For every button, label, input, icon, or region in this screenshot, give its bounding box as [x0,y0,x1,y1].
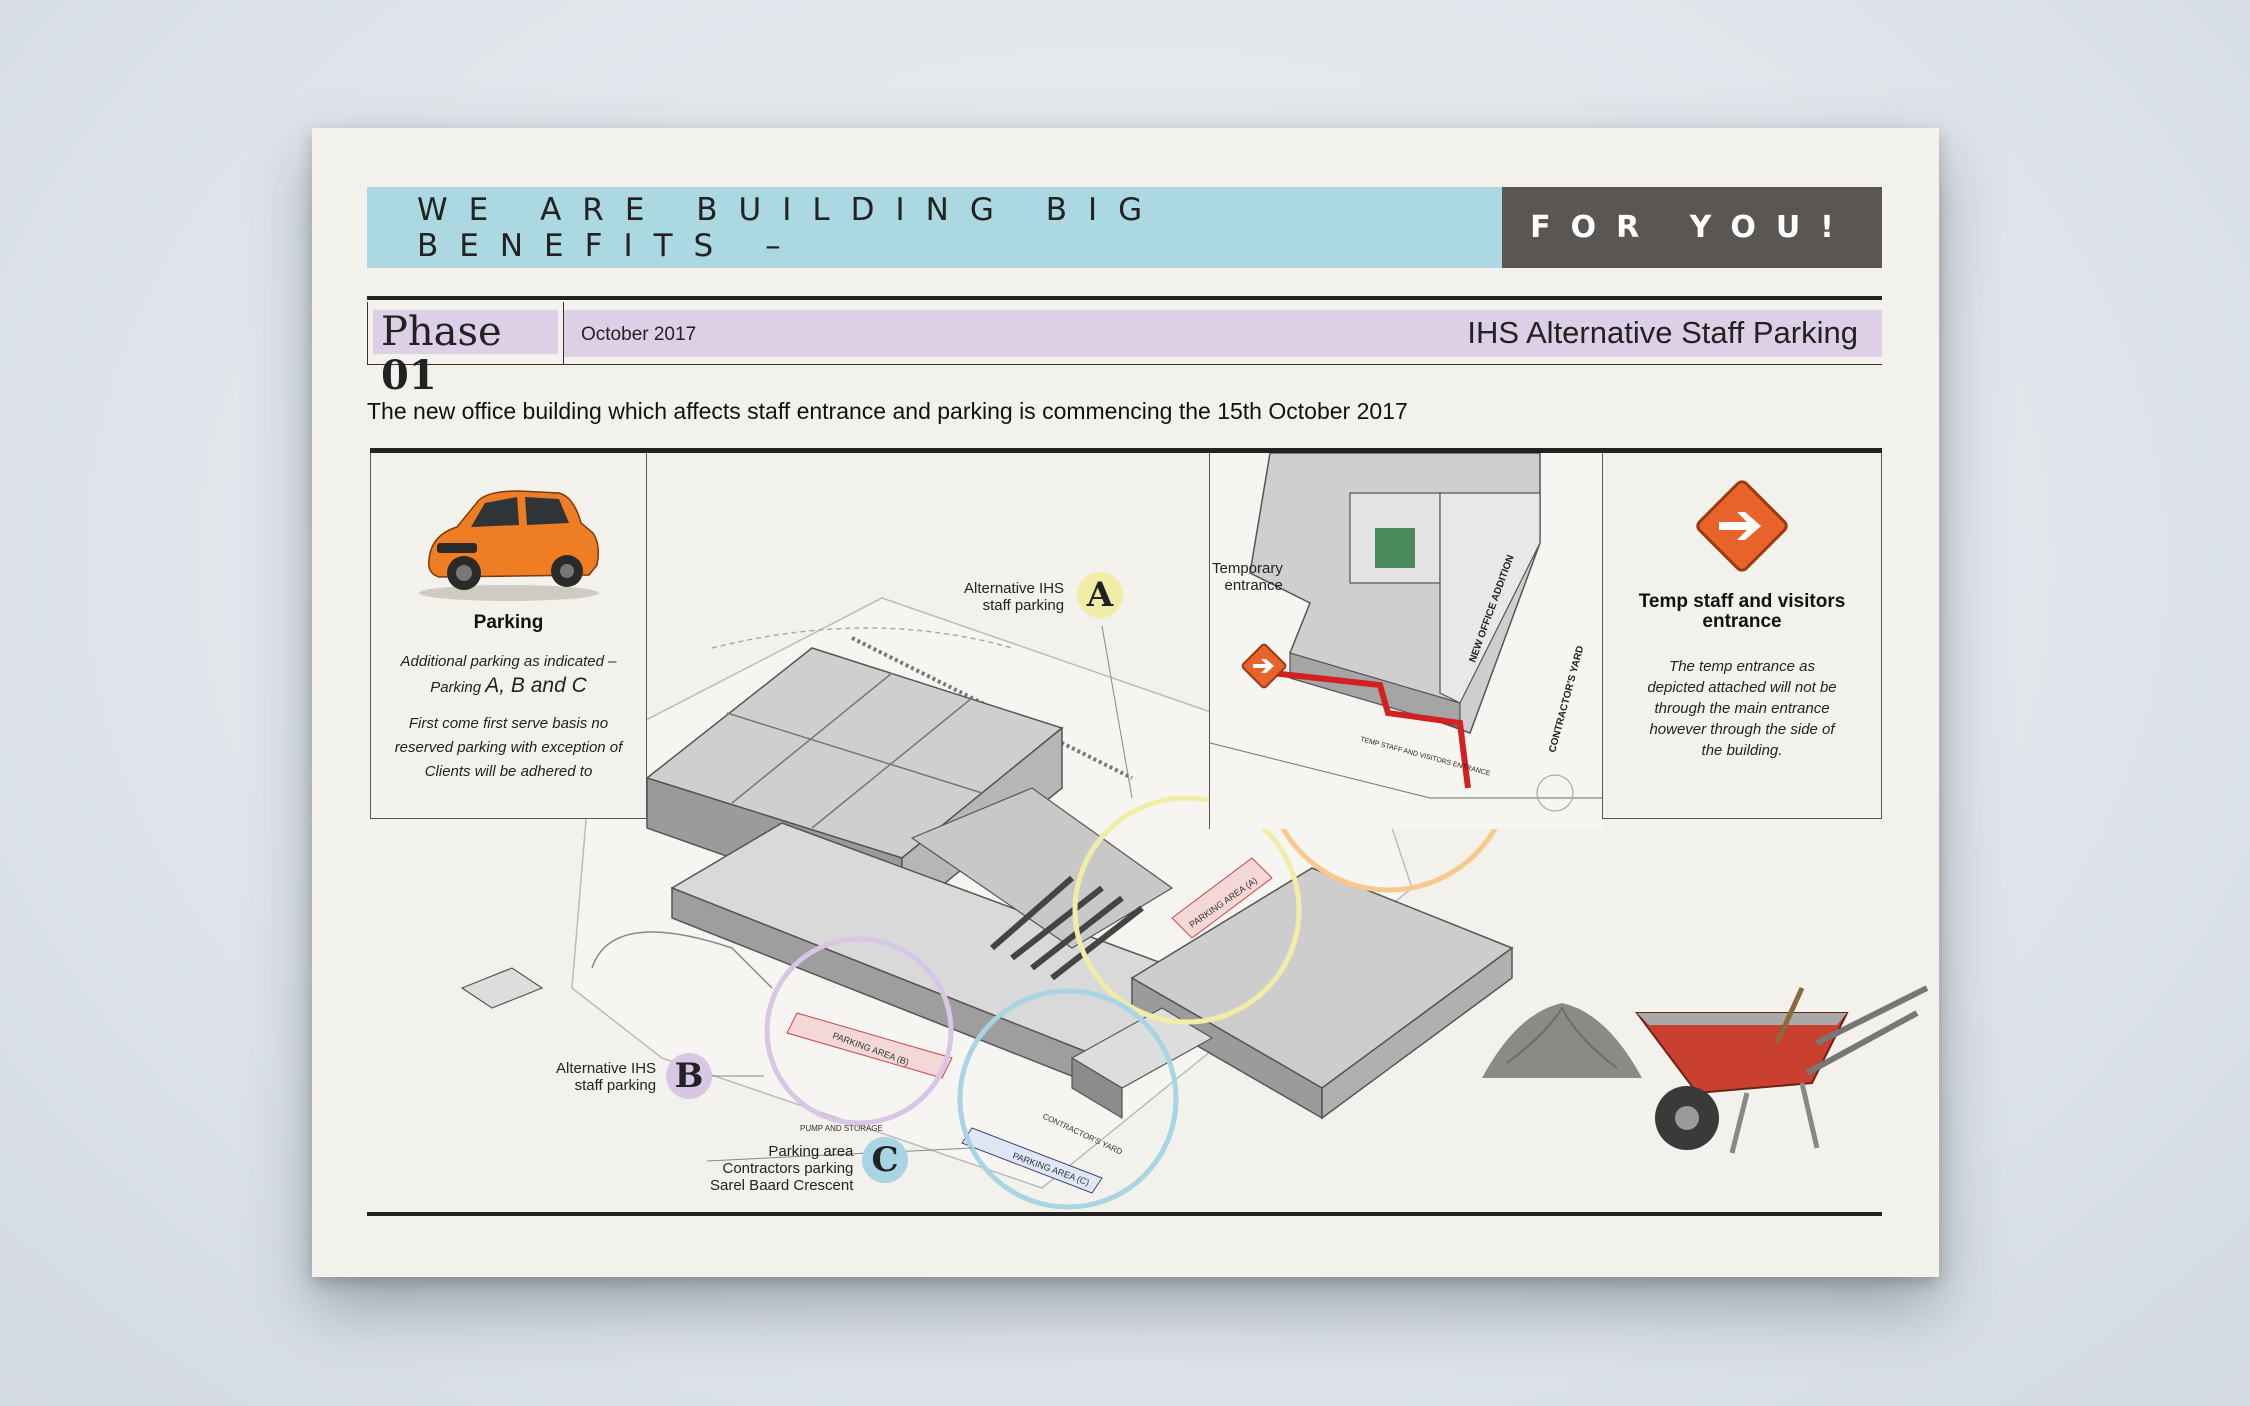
parking-note-prefix: Parking [430,679,482,696]
parking-note: Additional parking as indicated – Parkin… [371,650,646,700]
temporary-entrance-l2: entrance [1224,577,1283,594]
banner-for-you: FOR YOU! [1502,187,1882,268]
courtyard [1375,528,1415,568]
site-plan: PARKING AREA (A) PARKING AREA (B) PARKIN… [460,597,1514,1210]
banner-slogan: WE ARE BUILDING BIG BENEFITS – [367,187,1502,268]
entrance-note: The temp entrance as depicted attached w… [1603,656,1881,761]
sand-pile-icon [1482,1003,1642,1078]
entrance-note-l3: through the main entrance [1654,700,1830,717]
phase-word: Phase [381,309,502,355]
parking-rules: First come first serve basis no reserved… [371,712,646,784]
entrance-note-l4: however through the side of [1649,721,1835,738]
circle-a [1072,795,1302,1025]
badge-b: B [666,1053,712,1099]
label-b-l2: staff parking [574,1077,657,1094]
contractors-building [460,967,1214,1120]
car-icon [418,490,599,601]
circle-b [764,936,954,1126]
badge-c: C [862,1137,908,1183]
entrance-note-l2: depicted attached will not be [1647,679,1837,696]
phase-box: Phase 01 [367,302,564,398]
parking-rules-l2: reserved parking with exception of [394,739,623,756]
label-c: Parking area Contractors parking Sarel B… [710,1143,853,1194]
phase-date: October 2017 [581,324,697,345]
phase-number: 01 [381,352,437,399]
phase-top-rule [367,296,1882,300]
orange-arrow-icon [1696,480,1788,572]
east-building [1130,867,1514,1120]
intro-text: The new office building which affects st… [367,398,1408,424]
parking-note-line1: Additional parking as indicated – [400,653,617,670]
label-c-l1: Parking area [768,1143,854,1160]
temporary-entrance-label: Temporary entrance [1212,560,1283,594]
entrance-note-l1: The temp entrance as [1669,658,1815,675]
content-top-rule [370,448,1882,453]
temp-route-label: TEMP STAFF AND VISITORS ENTRANCE [1359,736,1491,778]
parking-rules-l3: Clients will be adhered to [424,763,593,780]
label-b: Alternative IHS staff parking [556,1060,656,1094]
parking-heading: Parking [473,612,544,633]
entrance-panel: Temp staff and visitors entrance The tem… [1602,453,1882,819]
phase-title: IHS Alternative Staff Parking [1467,315,1858,350]
wheelbarrow-icon [1635,985,1929,1154]
phase-strip: October 2017 IHS Alternative Staff Parki… [564,310,1882,357]
pump-label: PUMP AND STORAGE [800,1124,883,1133]
entrance-note-l5: the building. [1701,742,1783,759]
parking-panel: Parking Additional parking as indicated … [370,453,647,819]
parking-note-line2: Parking A, B and C [371,674,646,700]
label-a-l1: Alternative IHS [964,580,1065,597]
header-banner: WE ARE BUILDING BIG BENEFITS – FOR YOU! [367,187,1882,268]
label-a-l2: staff parking [982,597,1065,614]
new-office-inset: NEW OFFICE ADDITION TEMP STAFF AND VISIT… [1209,453,1603,829]
label-a: Alternative IHS staff parking [964,580,1064,614]
bottom-rule [367,1212,1882,1216]
parking-rules-l1: First come first serve basis no [408,715,609,732]
phase-bar: Phase 01 October 2017 IHS Alternative St… [367,302,1882,398]
phase-label: Phase 01 [373,309,558,398]
circle-c [957,988,1179,1210]
label-c-l3: Sarel Baard Crescent [710,1177,854,1194]
entrance-heading-l2: entrance [1702,611,1782,632]
badge-a: A [1077,572,1123,618]
temporary-entrance-l1: Temporary [1212,560,1283,577]
inset-drawing: NEW OFFICE ADDITION TEMP STAFF AND VISIT… [1210,453,1603,812]
entrance-heading-l1: Temp staff and visitors [1638,591,1846,612]
contractors-yard-label: CONTRACTOR'S YARD [1547,645,1586,754]
info-sheet: WE ARE BUILDING BIG BENEFITS – FOR YOU! … [312,128,1939,1277]
entrance-heading: Temp staff and visitors entrance [1603,592,1881,632]
parking-abc: A, B and C [485,674,587,697]
label-c-l2: Contractors parking [722,1160,854,1177]
middle-building [670,787,1204,1090]
temp-entrance-arrow-icon [1241,643,1287,689]
label-b-l1: Alternative IHS [556,1060,657,1077]
